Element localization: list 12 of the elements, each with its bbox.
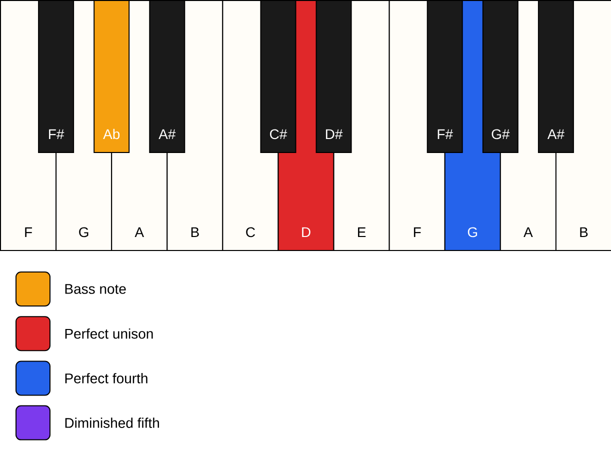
piano-key: A#	[149, 0, 186, 153]
piano-key: G#	[482, 0, 518, 153]
piano-key: A#	[538, 0, 574, 153]
legend-label: Perfect fourth	[65, 373, 148, 384]
piano-key: D#	[316, 0, 352, 153]
legend-label: Diminished fifth	[65, 418, 159, 428]
legend-label: Bass note	[65, 284, 126, 294]
piano-key: Ab	[94, 0, 130, 153]
legend-label: Perfect unison	[65, 328, 153, 339]
piano-key: F#	[38, 0, 74, 153]
piano-key: C#	[260, 0, 296, 153]
piano-key: F#	[426, 0, 463, 153]
